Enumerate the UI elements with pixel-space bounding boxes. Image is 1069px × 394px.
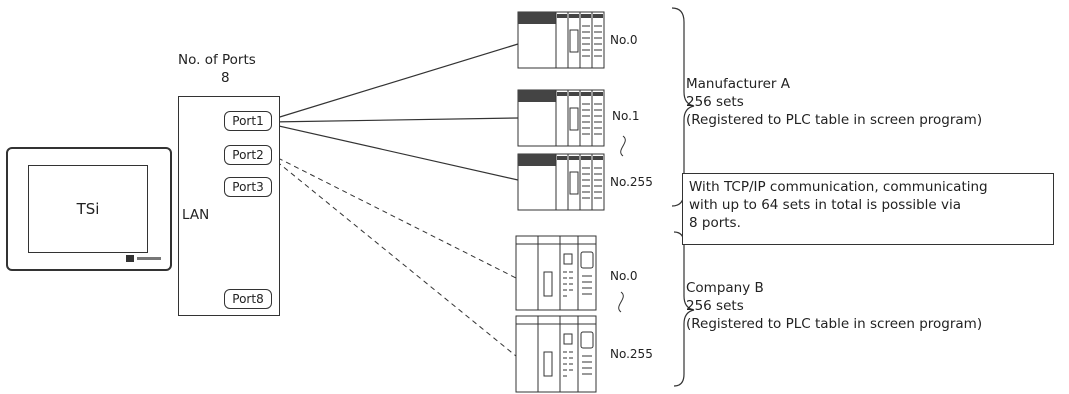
company-b-note: (Registered to PLC table in screen progr…: [686, 316, 983, 332]
plc-a-ellipsis-wave: [620, 135, 626, 157]
plc-b-ellipsis-wave: [618, 291, 624, 313]
port-2: Port2: [224, 145, 272, 165]
company-b-name: Company B: [686, 280, 764, 296]
brand-logo-icon: [126, 255, 134, 262]
brand-logo-mark: [137, 257, 161, 260]
link-port1-a-no1: [269, 117, 519, 123]
link-port1-a-no255: [269, 123, 519, 181]
plc-label-b-no0: No.0: [610, 269, 638, 283]
company-b-sets: 256 sets: [686, 298, 744, 314]
port-8: Port8: [224, 289, 272, 309]
tsi-label: TSi: [76, 200, 100, 218]
plc-unit-a-no1: [517, 89, 605, 147]
plc-unit-a-no0: [517, 11, 605, 69]
plc-unit-b-no0: [515, 235, 597, 311]
link-port2-b-no255: [269, 155, 517, 357]
plc-unit-b-no255: [515, 315, 597, 393]
callout-line-1: With TCP/IP communication, communicating: [689, 179, 988, 195]
plc-unit-a-no255: [517, 153, 605, 211]
manufacturer-a-name: Manufacturer A: [686, 76, 790, 92]
tsi-terminal: TSi: [6, 147, 172, 271]
ports-header-title: No. of Ports: [178, 52, 256, 68]
lan-label: LAN: [182, 207, 210, 223]
callout-line-2: with up to 64 sets in total is possible …: [689, 197, 962, 213]
ports-header-count: 8: [221, 70, 230, 86]
plc-label-b-no255: No.255: [610, 347, 653, 361]
plc-label-a-no0: No.0: [610, 33, 638, 47]
manufacturer-a-note: (Registered to PLC table in screen progr…: [686, 112, 983, 128]
callout-line-3: 8 ports.: [689, 215, 741, 231]
link-port1-a-no0: [269, 43, 519, 121]
tcpip-callout: With TCP/IP communication, communicating…: [682, 173, 1054, 245]
lan-port-box: LAN Port1 Port2 Port3 Port8: [178, 96, 280, 316]
port-3: Port3: [224, 177, 272, 197]
manufacturer-a-sets: 256 sets: [686, 94, 744, 110]
tsi-screen: TSi: [28, 165, 148, 253]
plc-label-a-no255: No.255: [610, 175, 653, 189]
port-1: Port1: [224, 111, 272, 131]
link-port2-b-no0: [269, 153, 517, 279]
plc-label-a-no1: No.1: [612, 109, 640, 123]
